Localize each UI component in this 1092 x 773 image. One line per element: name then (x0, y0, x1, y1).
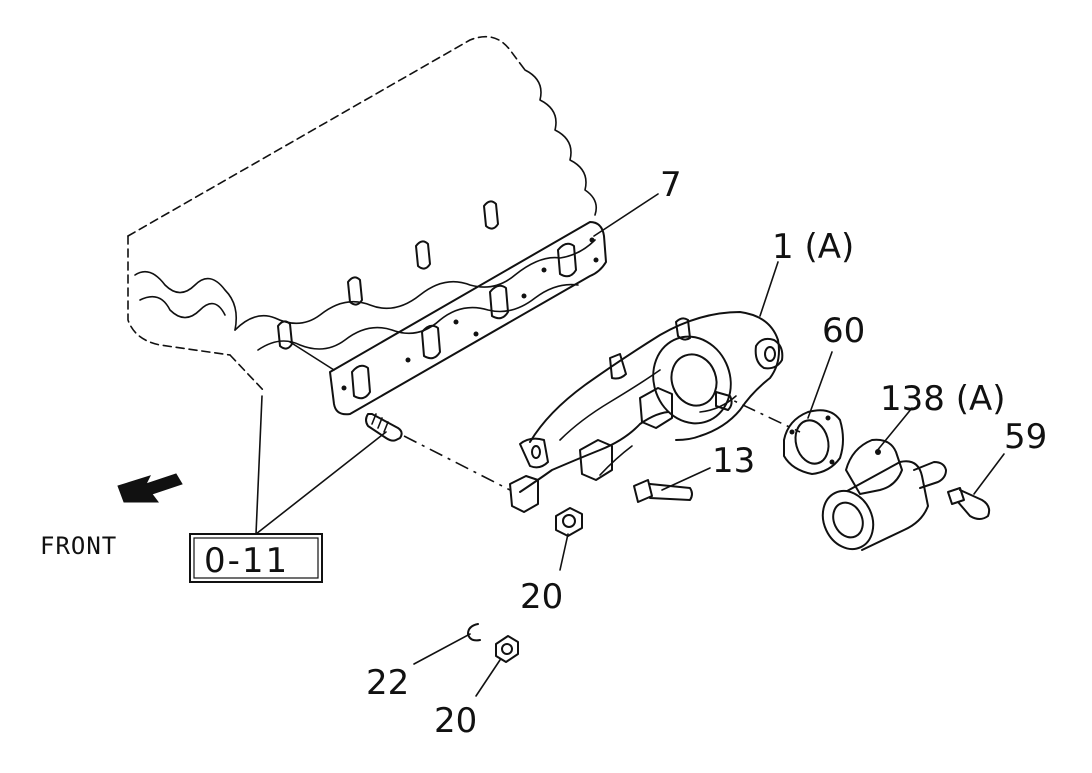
manifold-gasket (289, 221, 607, 416)
spring-washer (467, 623, 481, 642)
callout-elbow: 138 (A) (880, 379, 1006, 419)
reference-box-label: 0-11 (204, 541, 289, 581)
exhaust-elbow (821, 438, 947, 551)
flange-gasket (783, 409, 844, 475)
callout-gasket: 7 (660, 165, 682, 205)
leader-lines (255, 193, 1005, 697)
callout-bolt-13: 13 (712, 441, 755, 481)
bolt-59 (947, 487, 991, 520)
callout-washer: 22 (366, 663, 409, 703)
nut-bottom (495, 635, 519, 663)
exhaust-manifold (509, 311, 784, 513)
callout-nut-mid: 20 (520, 577, 563, 617)
callout-nut-bottom: 20 (434, 701, 477, 741)
nut-mid (555, 507, 583, 537)
callout-flange-gasket: 60 (822, 311, 865, 351)
stud-centerline (403, 435, 511, 491)
front-label: FRONT (40, 532, 117, 560)
callout-bolt-59: 59 (1004, 417, 1047, 457)
front-arrow-icon (117, 473, 183, 503)
reference-box: 0-11 (189, 533, 323, 583)
stud (365, 413, 403, 442)
callout-manifold: 1 (A) (772, 227, 854, 267)
cylinder-head (127, 35, 598, 393)
bolt-13 (633, 479, 693, 503)
